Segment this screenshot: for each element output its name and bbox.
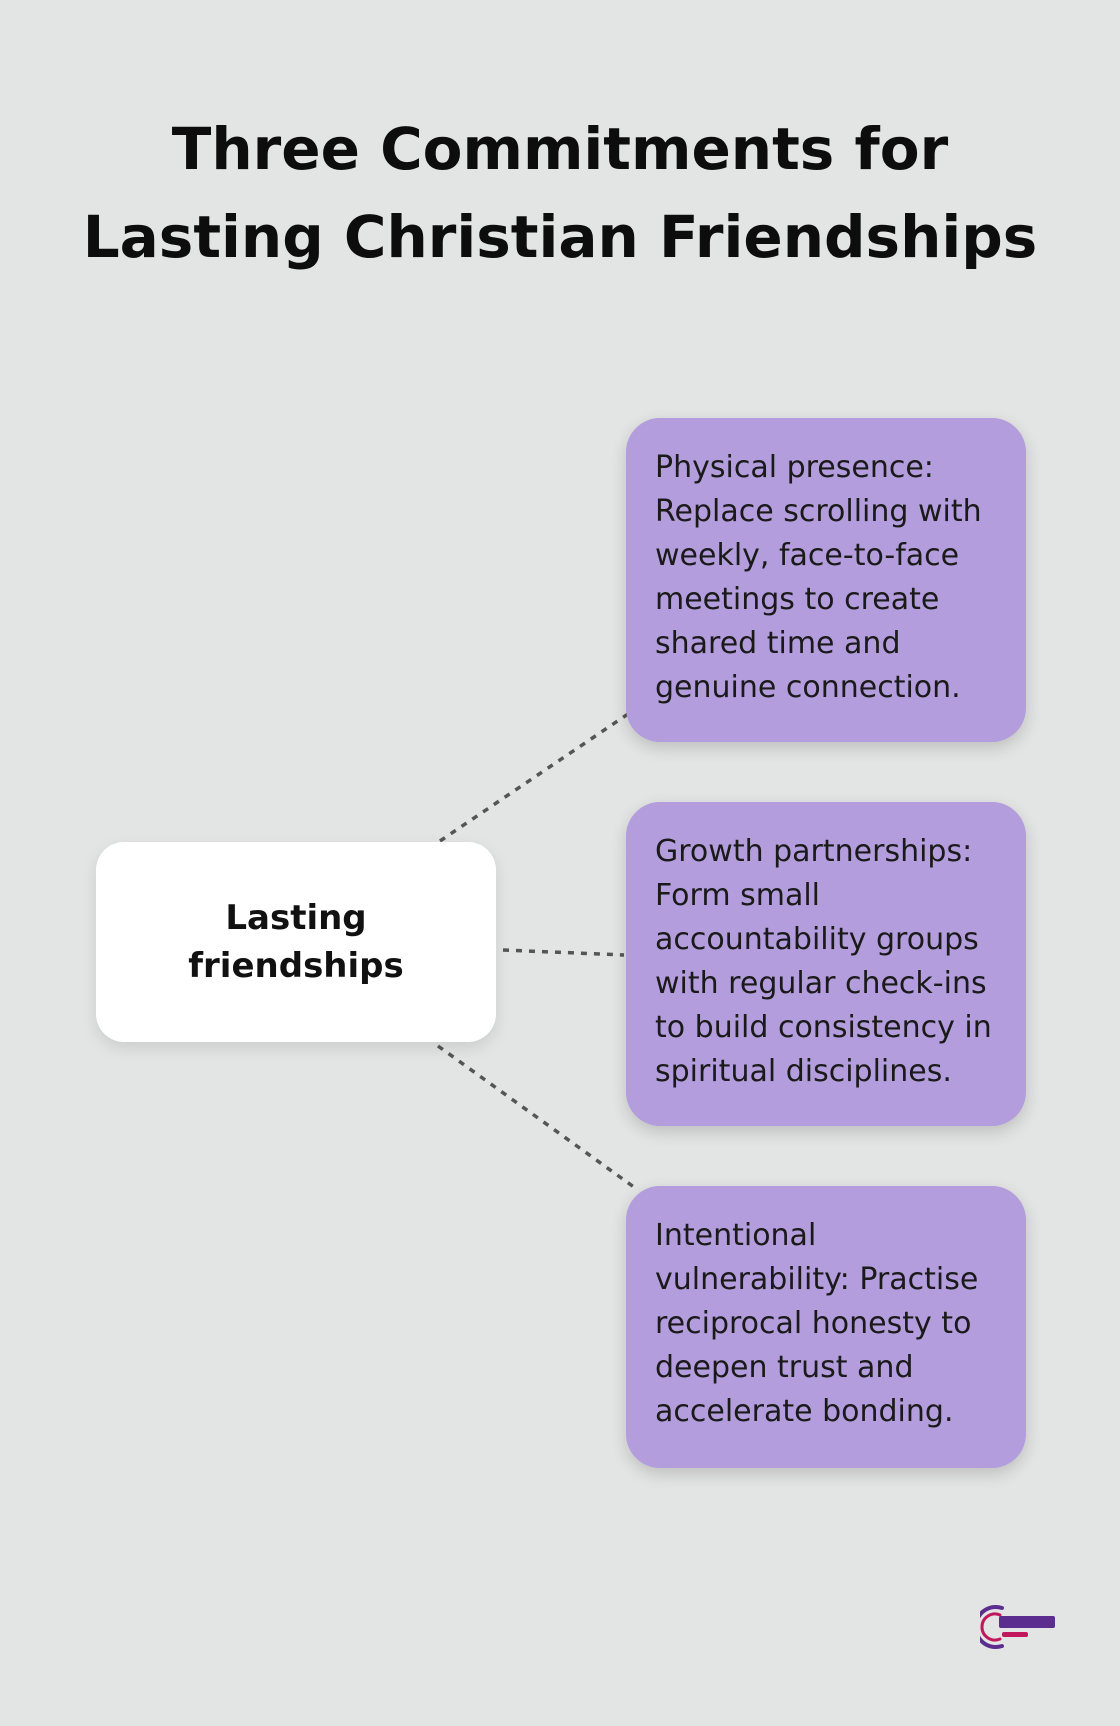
commitment-card-growth-partnerships: Growth partnerships: Form small accounta… bbox=[626, 802, 1026, 1126]
center-node-label: Lasting friendships bbox=[188, 898, 404, 986]
connector-line-2 bbox=[502, 948, 625, 957]
center-node: Lasting friendships bbox=[96, 842, 496, 1042]
commitment-card-intentional-vulnerability: Intentional vulnerability: Practise reci… bbox=[626, 1186, 1026, 1468]
card-text: Growth partnerships: Form small accounta… bbox=[655, 834, 992, 1089]
connector-line-3 bbox=[436, 1044, 640, 1192]
life-purpose-matters-logo bbox=[980, 1605, 1055, 1649]
page-title: Three Commitments for Lasting Christian … bbox=[40, 105, 1080, 281]
commitment-card-physical-presence: Physical presence: Replace scrolling wit… bbox=[626, 418, 1026, 742]
connector-line-1 bbox=[439, 712, 629, 843]
title-line-2: Lasting Christian Friendships bbox=[82, 203, 1038, 271]
card-text: Physical presence: Replace scrolling wit… bbox=[655, 450, 982, 705]
title-line-1: Three Commitments for bbox=[171, 115, 949, 183]
card-text: Intentional vulnerability: Practise reci… bbox=[655, 1218, 979, 1429]
